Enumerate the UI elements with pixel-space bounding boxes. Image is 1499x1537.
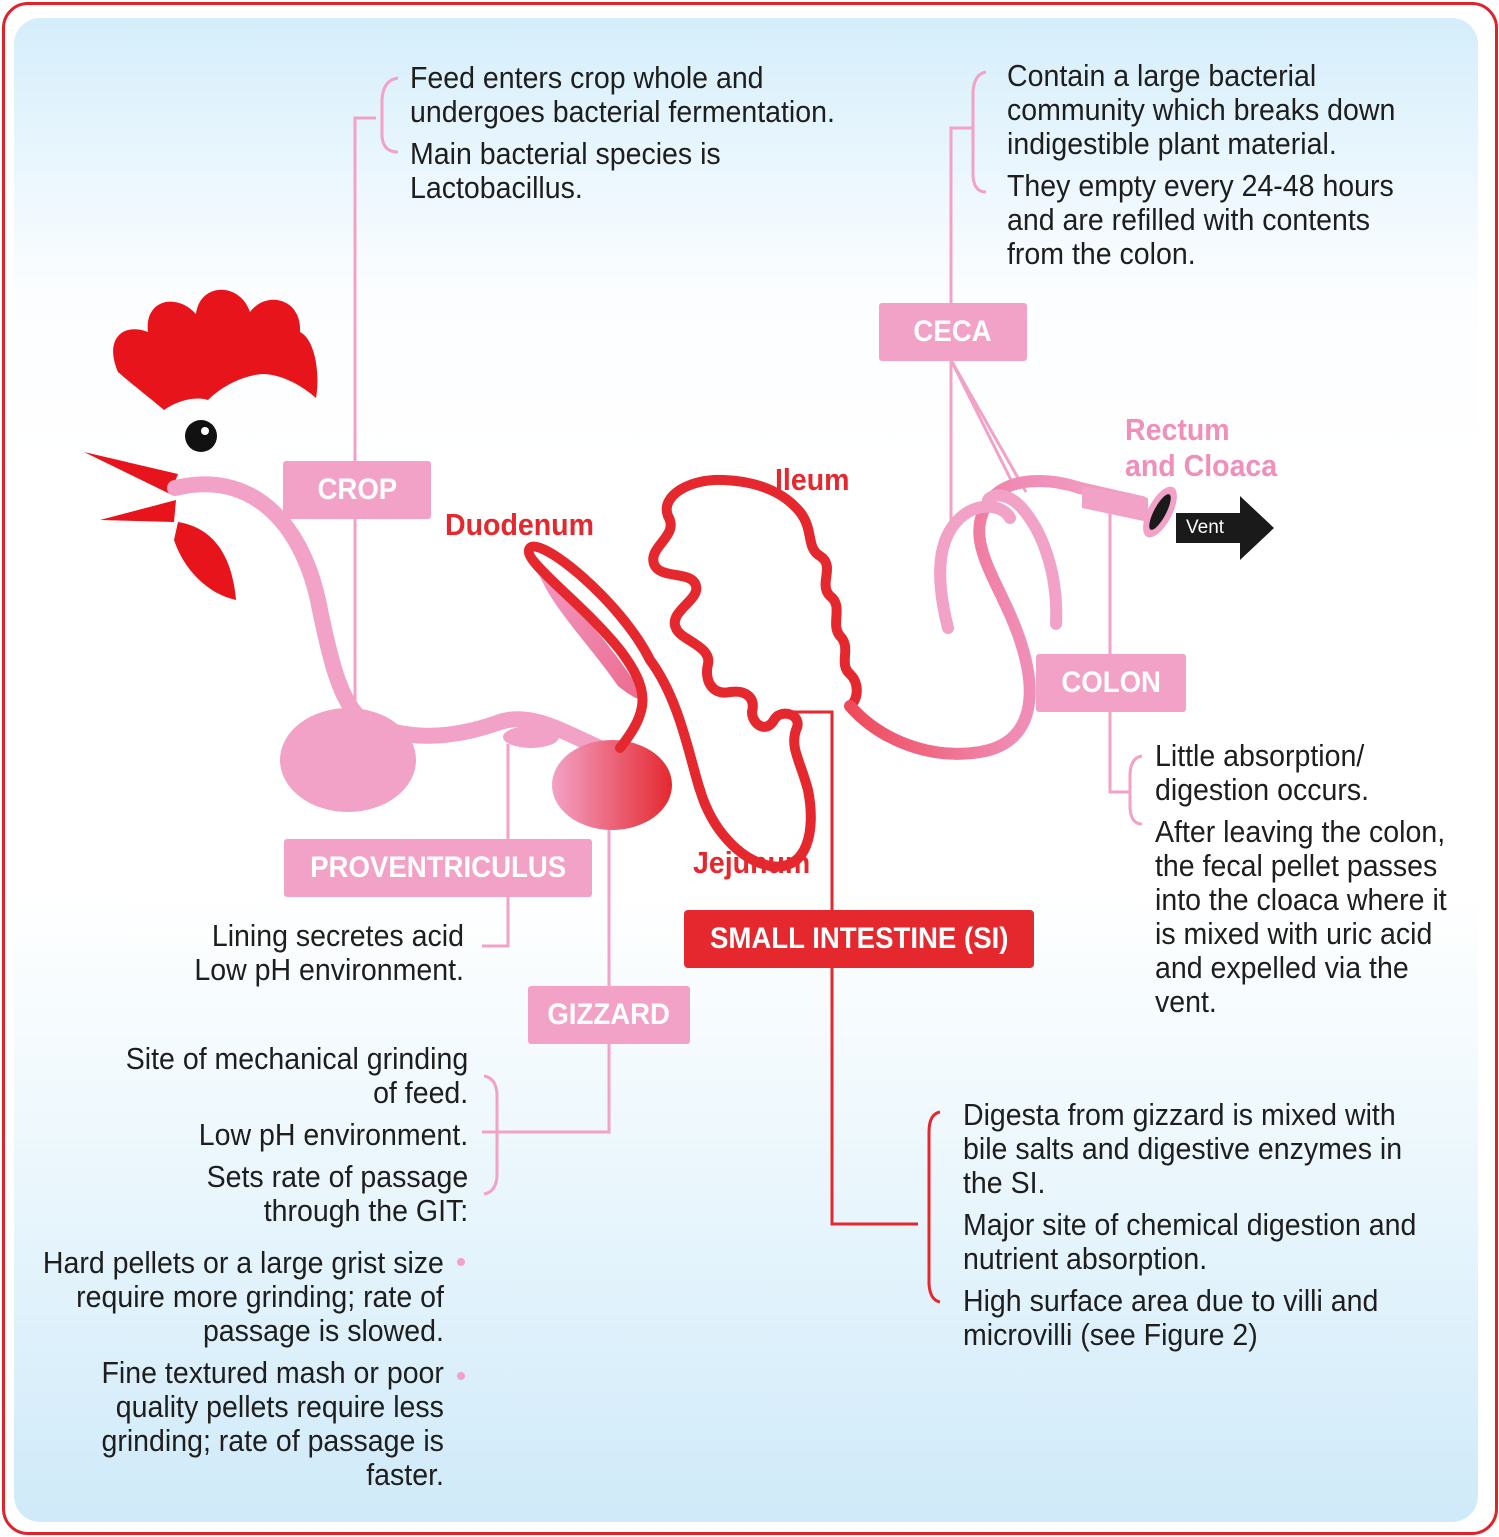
gizzard-bullet-text: require more grinding; rate of <box>76 1279 444 1314</box>
diagram-panel <box>14 18 1478 1522</box>
ceca-note-text: indigestible plant material. <box>1007 126 1337 161</box>
gizzard-bullet-text: grinding; rate of passage is <box>101 1423 444 1458</box>
ceca-note-text: and are refilled with contents <box>1007 202 1371 237</box>
ceca-note-text: They empty every 24-48 hours <box>1007 168 1394 203</box>
crop-note-text: Feed enters crop whole and <box>410 60 764 95</box>
duodenum-label: Duodenum <box>445 507 594 542</box>
small-intestine-connector <box>786 710 941 1304</box>
proventriculus-notes: Lining secretes acid Low pH environment. <box>194 919 464 987</box>
small-intestine-notes: Digesta from gizzard is mixed with bile … <box>963 1098 1416 1352</box>
ceca-left <box>934 500 1016 634</box>
gizzard-note-text: of feed. <box>372 1075 468 1110</box>
colon-note-text: is mixed with uric acid <box>1155 916 1433 951</box>
proventriculus-connector <box>482 744 510 948</box>
lower-tract <box>844 475 1177 760</box>
colon-note-text: digestion occurs. <box>1155 772 1370 807</box>
si-note-text: Digesta from gizzard is mixed with <box>963 1097 1396 1132</box>
si-note-text: bile salts and digestive enzymes in <box>963 1131 1403 1166</box>
si-note-text: High surface area due to villi and <box>963 1283 1379 1318</box>
vent-arrow-icon <box>1176 496 1274 560</box>
crop-notes: Feed enters crop whole and undergoes bac… <box>410 61 835 205</box>
upper-beak-icon <box>84 452 178 494</box>
crop-connector <box>353 76 399 708</box>
gizzard-note-text: through the GIT: <box>263 1193 468 1228</box>
gizzard-bullet-text: Fine textured mash or poor <box>101 1355 445 1390</box>
colon-note-text: the fecal pellet passes <box>1155 848 1438 883</box>
ceca-note-text: Contain a large bacterial <box>1007 58 1317 93</box>
gizzard-bullet-text: passage is slowed. <box>203 1313 444 1348</box>
colon-note-text: and expelled via the <box>1155 950 1409 985</box>
gizzard-organ <box>552 740 672 830</box>
crop-note-text: undergoes bacterial fermentation. <box>410 94 835 129</box>
ceca-tag: CECA <box>879 303 1027 361</box>
proventriculus-organ <box>503 726 559 748</box>
ceca-connector <box>949 70 1028 540</box>
colon-note-text: Little absorption/ <box>1155 738 1365 773</box>
si-note-text: Major site of chemical digestion and <box>963 1207 1417 1242</box>
colon-note-text: vent. <box>1155 984 1217 1019</box>
colon-notes: Little absorption/ digestion occurs. Aft… <box>1155 739 1447 1019</box>
ileum-label: Ileum <box>775 462 850 497</box>
proventriculus-note-text: Lining secretes acid <box>211 918 464 953</box>
colon-note-text: into the cloaca where it <box>1155 882 1447 917</box>
rectum-cloaca-label: Rectum and Cloaca <box>1125 412 1277 484</box>
crop-tag: CROP <box>283 461 431 519</box>
ceca-right <box>982 489 1063 630</box>
wattle-icon <box>174 522 236 600</box>
rectum-label-line2: and Cloaca <box>1125 448 1278 483</box>
si-note-text: nutrient absorption. <box>963 1241 1208 1276</box>
gizzard-connector <box>457 800 611 1380</box>
colon-connector <box>1108 510 1143 826</box>
lower-beak-icon <box>100 500 176 522</box>
duodenum-loop <box>524 541 705 795</box>
jejunum-ileum <box>648 474 862 872</box>
si-note-text: the SI. <box>963 1165 1046 1200</box>
gizzard-note-text: Low pH environment. <box>198 1117 468 1152</box>
gizzard-bullet-text: quality pellets require less <box>115 1389 444 1424</box>
gizzard-bullet-text: Hard pellets or a large grist size <box>42 1245 444 1280</box>
rectum-label-line1: Rectum <box>1125 412 1230 447</box>
rooster-head <box>84 289 318 600</box>
upper-tract <box>167 476 672 830</box>
crop-note-text: Lactobacillus. <box>410 170 583 205</box>
jejunum-label: Jejunum <box>693 845 811 880</box>
ceca-note-text: community which breaks down <box>1007 92 1396 127</box>
vent-label: Vent <box>1186 517 1225 538</box>
ceca-note-text: from the colon. <box>1007 236 1196 271</box>
crop-pouch <box>280 708 416 812</box>
colon-tag: COLON <box>1036 654 1186 712</box>
crop-note-text: Main bacterial species is <box>410 136 721 171</box>
colon-note-text: After leaving the colon, <box>1155 814 1446 849</box>
comb-icon <box>113 289 318 410</box>
proventriculus-tag: PROVENTRICULUS <box>284 839 592 897</box>
vent-opening-icon <box>1149 494 1171 530</box>
gizzard-bullet-notes: Hard pellets or a large grist size requi… <box>43 1246 444 1492</box>
si-note-text: microvilli (see Figure 2) <box>963 1317 1258 1352</box>
gizzard-tag: GIZZARD <box>528 986 690 1044</box>
gizzard-bullet-text: faster. <box>366 1457 444 1492</box>
gizzard-note-text: Sets rate of passage <box>206 1159 468 1194</box>
ceca-notes: Contain a large bacterial community whic… <box>1007 59 1395 271</box>
gizzard-notes: Site of mechanical grinding of feed. Low… <box>126 1042 468 1228</box>
gizzard-note-text: Site of mechanical grinding <box>125 1041 468 1076</box>
proventriculus-note-text: Low pH environment. <box>194 952 464 987</box>
small-intestine-tag: SMALL INTESTINE (SI) <box>684 910 1034 968</box>
cloaca <box>1082 486 1148 522</box>
eye-icon <box>185 420 217 452</box>
